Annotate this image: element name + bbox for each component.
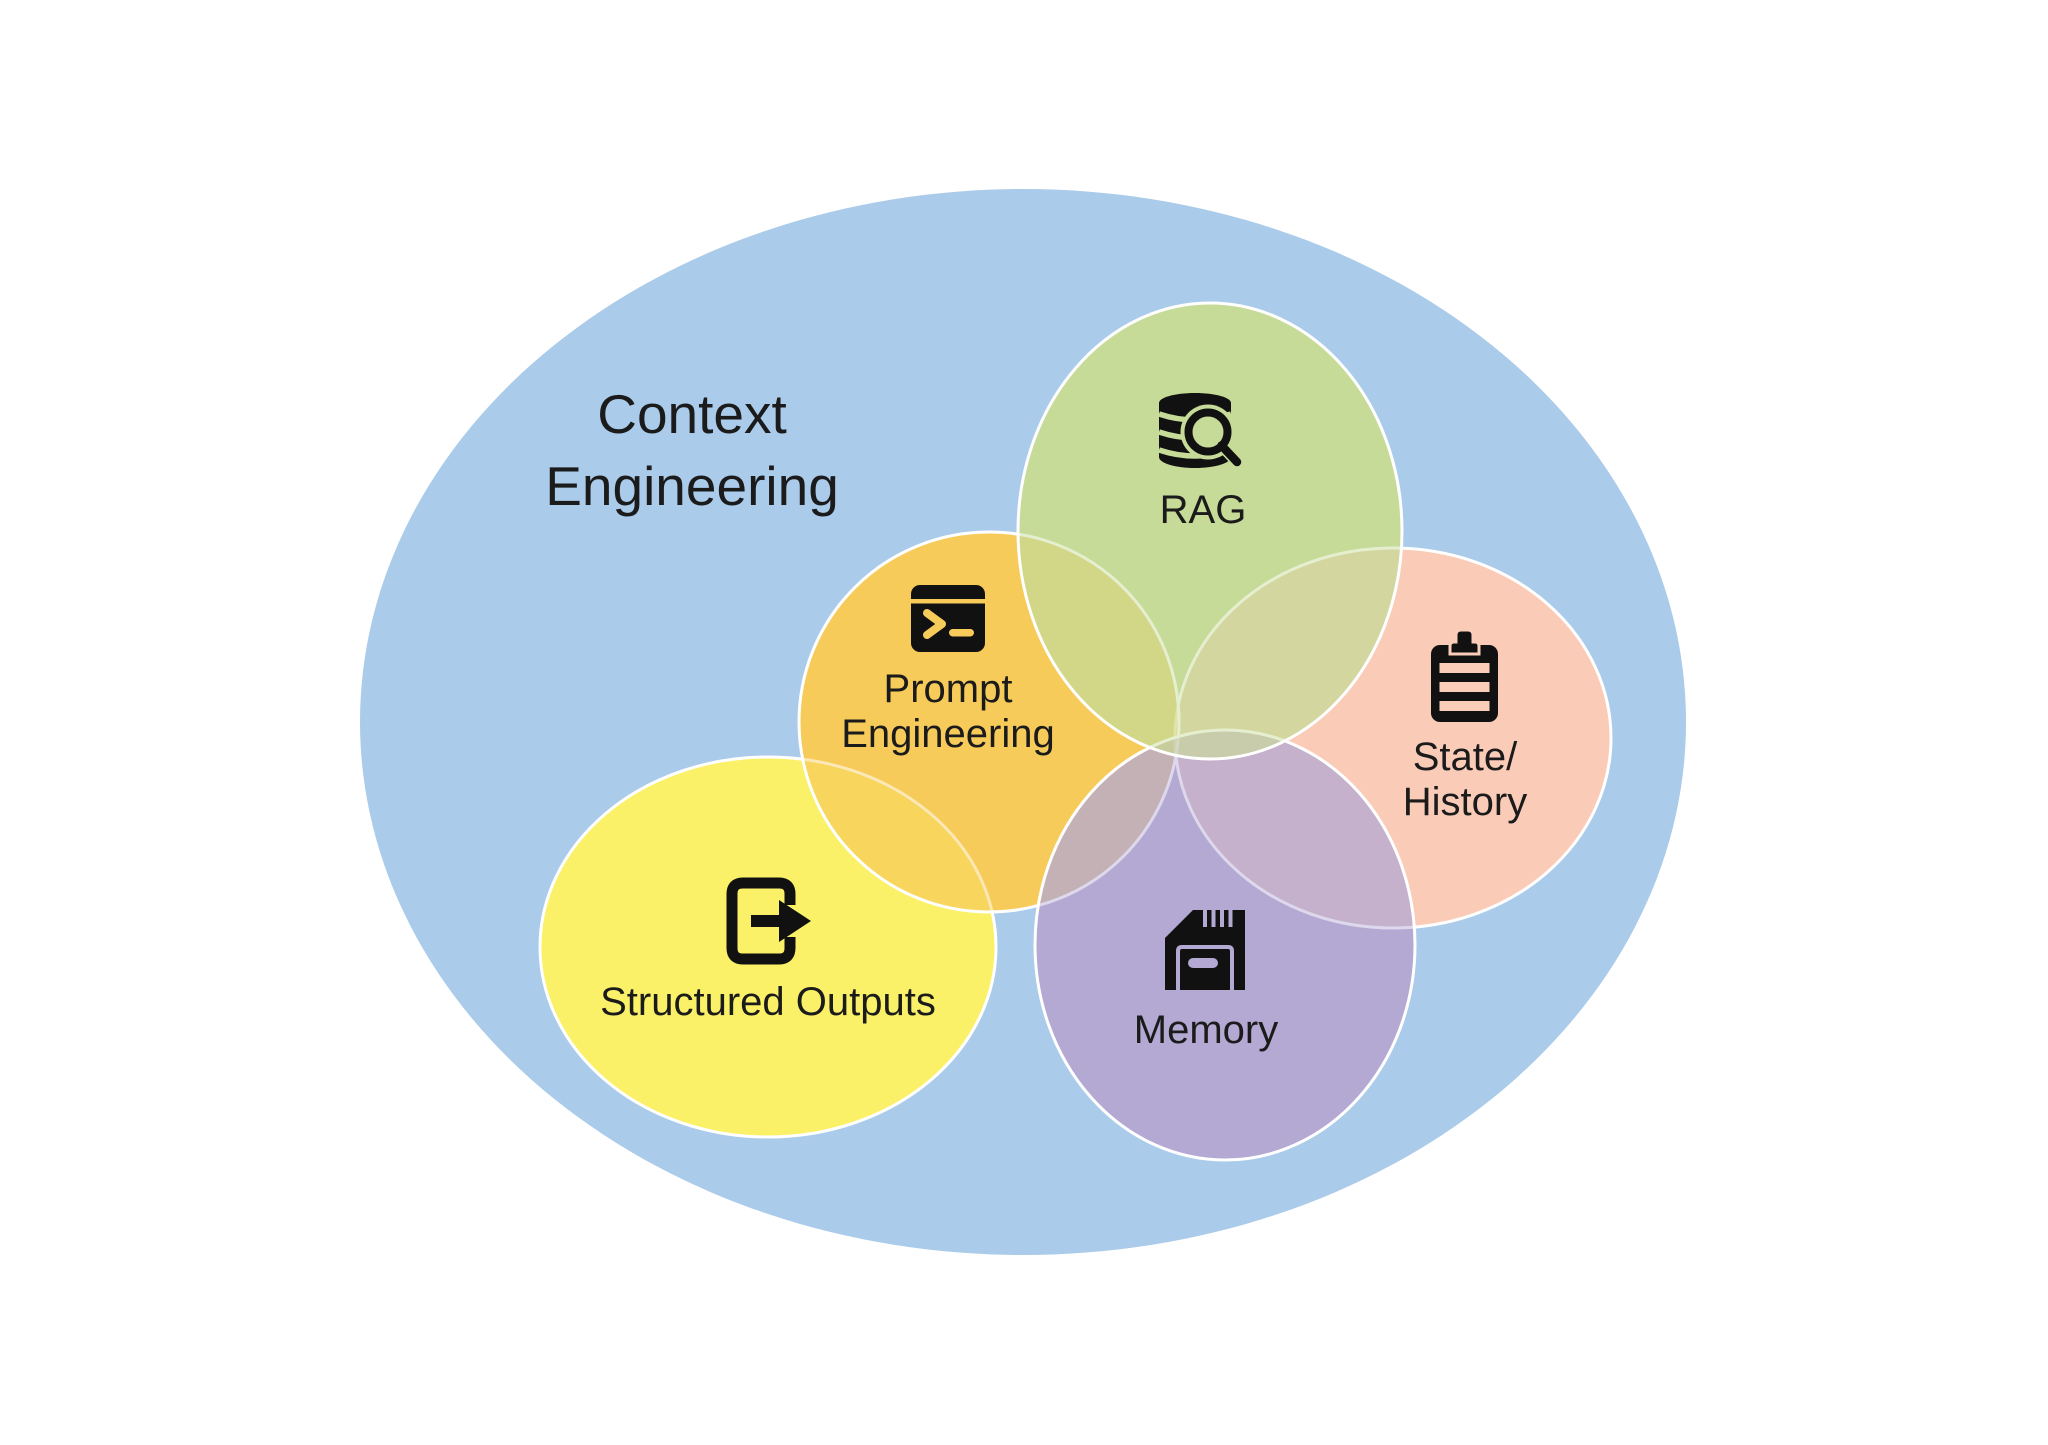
- terminal-prompt-chevron: [923, 609, 946, 639]
- export-arrow-shaft: [751, 915, 783, 927]
- clipboard-line: [1439, 701, 1490, 711]
- memory-card-icon: [1165, 910, 1245, 990]
- rag-label: RAG: [1160, 488, 1247, 532]
- memory-card-dash: [1188, 958, 1218, 968]
- clipboard-clip: [1448, 628, 1481, 656]
- memory-card-body: [1165, 910, 1245, 990]
- title-line-2: Engineering: [545, 455, 839, 517]
- prompt-label-line-2: Engineering: [841, 712, 1055, 756]
- terminal-window: [911, 585, 985, 652]
- export-box: [726, 877, 796, 965]
- terminal-cursor-underscore: [949, 629, 974, 637]
- prompt-engineering-outline: [797, 530, 1181, 914]
- database-search-icon: [1158, 393, 1246, 470]
- rag-outline: [1016, 301, 1404, 761]
- terminal-icon: [911, 585, 985, 652]
- memory-card-label-window: [1176, 945, 1234, 990]
- state-label-line-1: State/: [1413, 735, 1518, 779]
- venn-tint-layer: [538, 301, 1613, 1162]
- structured-outputs-label: Structured Outputs: [600, 980, 936, 1024]
- diagram-title: Context Engineering: [545, 383, 839, 517]
- memory-card-pin-gap: [1211, 910, 1216, 927]
- memory-card-pin-gap: [1203, 910, 1207, 927]
- prompt-engineering-group: Prompt Engineering: [841, 585, 1055, 756]
- export-arrow-head: [779, 900, 811, 942]
- rag-circle: [1018, 303, 1402, 759]
- state-history-group: State/ History: [1403, 628, 1527, 824]
- title-line-1: Context: [597, 383, 787, 445]
- venn-base-layer: [540, 303, 1611, 1160]
- structured-outputs-group: Structured Outputs: [600, 877, 936, 1024]
- clipboard-line: [1439, 682, 1490, 692]
- clipboard-icon: [1431, 628, 1498, 722]
- memory-card-pin-gap: [1220, 910, 1224, 927]
- memory-card-pin-gap: [1228, 910, 1233, 927]
- structured-outputs-outline: [538, 755, 998, 1139]
- clipboard-line: [1439, 663, 1490, 673]
- magnifier-handle: [1217, 441, 1242, 467]
- export-arrow-icon: [726, 877, 811, 965]
- terminal-titlebar-gap: [911, 599, 985, 604]
- state-label-line-2: History: [1403, 780, 1527, 824]
- memory-group: Memory: [1134, 910, 1278, 1052]
- memory-label: Memory: [1134, 1008, 1278, 1052]
- magnifier-lens: [1184, 408, 1232, 456]
- rag-group: RAG: [1158, 393, 1247, 532]
- prompt-label-line-1: Prompt: [884, 667, 1013, 711]
